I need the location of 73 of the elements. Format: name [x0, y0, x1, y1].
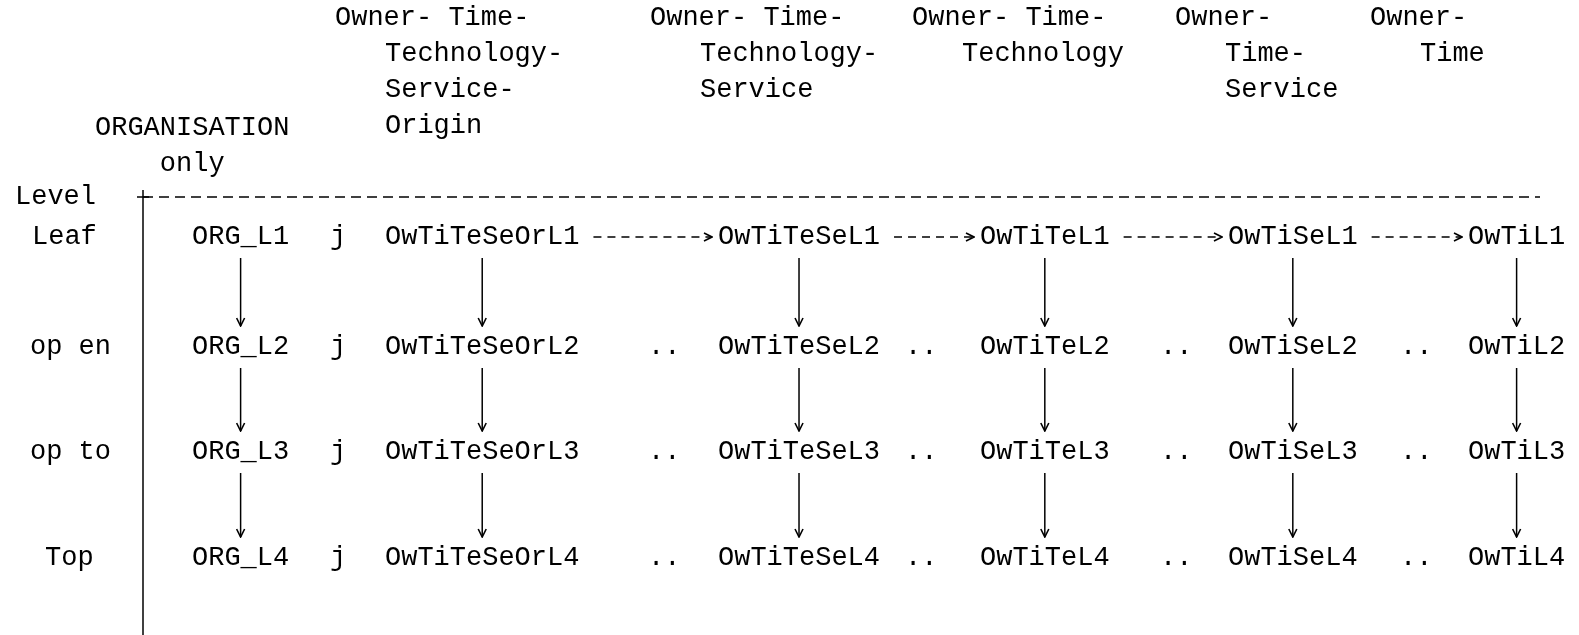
arrow	[1288, 367, 1298, 432]
node-label: OwTiTeSeOrL3	[385, 434, 580, 470]
separator-mark: j	[330, 436, 347, 469]
row-label: op to	[30, 436, 111, 469]
column-heading: ORGANISATION only	[95, 112, 290, 181]
arrow	[1040, 472, 1050, 538]
arrow	[1370, 232, 1463, 242]
node-label: OwTiSeL2	[1228, 329, 1358, 365]
dotted-link-mark: ..	[1400, 436, 1433, 469]
node-label: OwTiTeSeOrL1	[385, 219, 580, 255]
arrow	[592, 232, 713, 242]
arrow	[794, 472, 804, 538]
arrow	[893, 232, 975, 242]
column-heading: Owner- Time	[1370, 2, 1485, 71]
separator-mark: j	[330, 331, 347, 364]
dotted-link-mark: ..	[1160, 542, 1193, 575]
arrow	[1511, 367, 1522, 432]
arrow	[1122, 232, 1223, 242]
arrow	[1040, 257, 1050, 327]
node-label: OwTiSeL3	[1228, 434, 1358, 470]
separator-mark: j	[330, 221, 347, 254]
arrow	[1288, 257, 1298, 327]
column-heading: Owner- Time- Technology- Service- Origin	[335, 2, 564, 143]
node-label: OwTiL4	[1468, 540, 1566, 576]
node-label: OwTiSeL1	[1228, 219, 1358, 255]
arrow	[794, 257, 804, 327]
node-label: OwTiTeSeL3	[718, 434, 881, 470]
node-label: OwTiTeSeL4	[718, 540, 881, 576]
arrow	[1511, 472, 1522, 538]
dotted-link-mark: ..	[1400, 331, 1433, 364]
column-heading: Owner- Time- Technology	[912, 2, 1125, 71]
arrow	[477, 367, 487, 432]
node-label: OwTiTeSeL2	[718, 329, 881, 365]
row-label: Leaf	[32, 221, 97, 254]
node-label: ORG_L4	[192, 540, 290, 576]
dotted-link-mark: ..	[905, 331, 938, 364]
node-label: OwTiTeSeOrL4	[385, 540, 580, 576]
node-label: OwTiTeL2	[980, 329, 1110, 365]
node-label: OwTiL1	[1468, 219, 1566, 255]
arrow	[1511, 257, 1522, 327]
node-label: ORG_L2	[192, 329, 290, 365]
node-label: OwTiTeL4	[980, 540, 1110, 576]
row-label: op en	[30, 331, 111, 364]
node-label: OwTiTeL1	[980, 219, 1110, 255]
arrow	[235, 367, 246, 432]
separator-mark: j	[330, 542, 347, 575]
dotted-link-mark: ..	[1160, 436, 1193, 469]
row-label: Top	[45, 542, 94, 575]
dotted-link-mark: ..	[905, 436, 938, 469]
node-label: OwTiTeL3	[980, 434, 1110, 470]
dotted-link-mark: ..	[648, 331, 681, 364]
arrow	[235, 257, 246, 327]
arrow	[477, 257, 487, 327]
column-heading: Owner- Time- Service	[1175, 2, 1339, 107]
dotted-link-mark: ..	[1400, 542, 1433, 575]
arrow	[235, 472, 246, 538]
dotted-link-mark: ..	[648, 542, 681, 575]
node-label: OwTiSeL4	[1228, 540, 1358, 576]
dotted-link-mark: ..	[648, 436, 681, 469]
dotted-link-mark: ..	[1160, 331, 1193, 364]
node-label: ORG_L1	[192, 219, 290, 255]
arrow	[1288, 472, 1298, 538]
node-label: OwTiL3	[1468, 434, 1566, 470]
arrow	[1040, 367, 1050, 432]
arrow	[794, 367, 804, 432]
column-heading: Owner- Time- Technology- Service	[650, 2, 879, 107]
node-label: OwTiTeSeL1	[718, 219, 881, 255]
arrow	[477, 472, 487, 538]
axis-label: Level	[15, 181, 96, 214]
node-label: OwTiL2	[1468, 329, 1566, 365]
node-label: ORG_L3	[192, 434, 290, 470]
dotted-link-mark: ..	[905, 542, 938, 575]
node-label: OwTiTeSeOrL2	[385, 329, 580, 365]
